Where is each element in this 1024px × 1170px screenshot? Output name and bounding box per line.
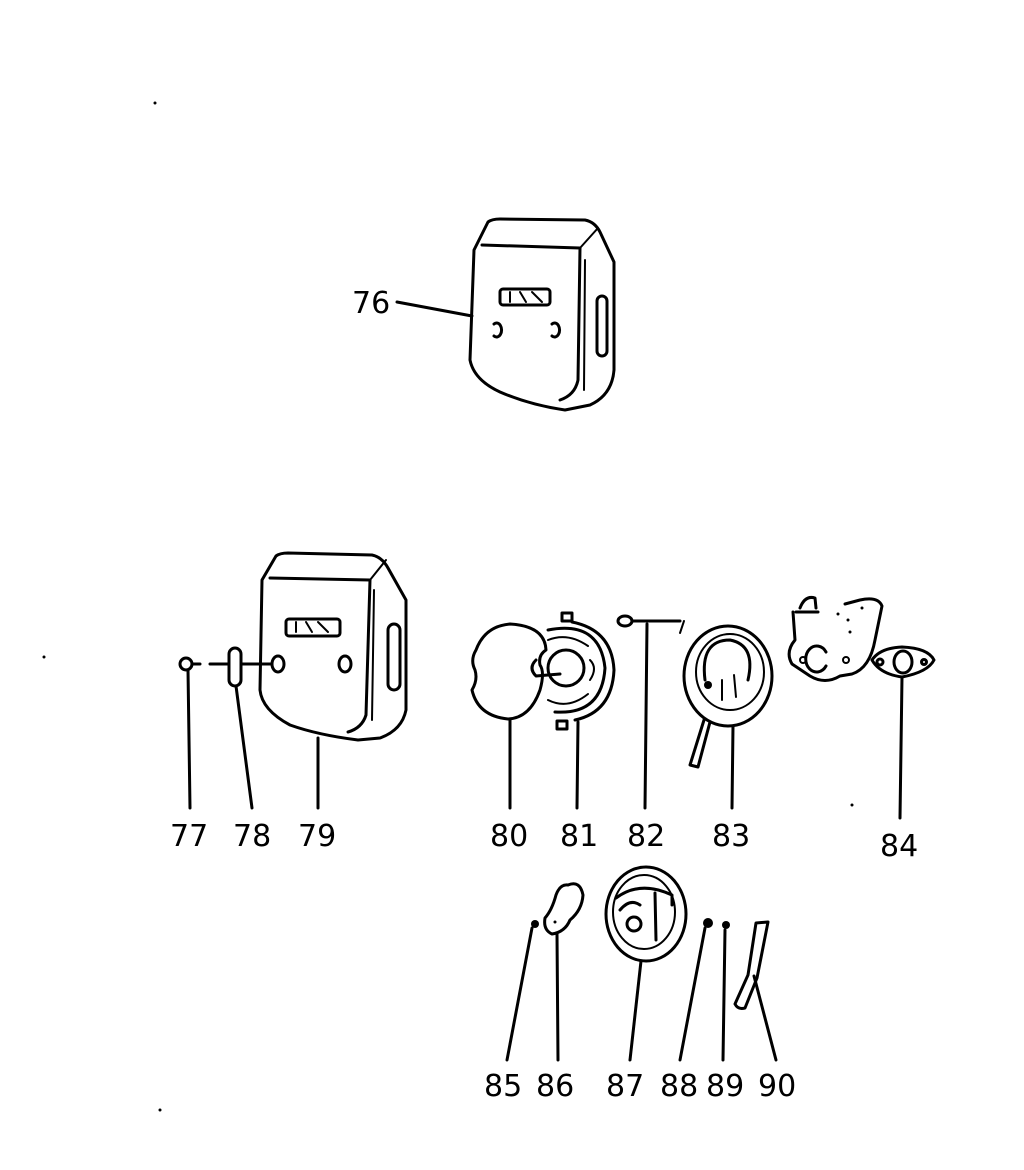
label-78: 78 xyxy=(233,819,271,854)
label-89: 89 xyxy=(706,1069,744,1104)
label-84: 84 xyxy=(880,829,918,864)
label-76: 76 xyxy=(352,286,390,321)
label-86: 86 xyxy=(536,1069,574,1104)
speck xyxy=(850,803,854,807)
part-80-cover-plate xyxy=(470,622,548,810)
part-84-gasket xyxy=(870,645,936,820)
label-87: 87 xyxy=(606,1069,644,1104)
part-81-baffle xyxy=(530,611,616,810)
label-88: 88 xyxy=(660,1069,698,1104)
part-exhaust-flange-plate xyxy=(787,596,884,682)
part-86-plate xyxy=(543,882,585,1062)
part-89-washer xyxy=(721,921,730,1062)
part-87-end-cover xyxy=(604,865,688,1062)
label-85: 85 xyxy=(484,1069,522,1104)
part-83-inner-baffle xyxy=(682,624,774,810)
part-82-pin xyxy=(616,614,685,810)
label-90: 90 xyxy=(758,1069,796,1104)
part-78-spacer xyxy=(208,646,274,810)
speck xyxy=(158,1108,162,1112)
part-90-bracket xyxy=(733,920,778,1062)
label-83: 83 xyxy=(712,819,750,854)
part-88-nut xyxy=(678,918,713,1062)
speck xyxy=(153,101,157,105)
label-80: 80 xyxy=(490,819,528,854)
label-81: 81 xyxy=(560,819,598,854)
label-77: 77 xyxy=(170,819,208,854)
part-85-nut xyxy=(505,920,539,1062)
part-76-muffler-assembly xyxy=(395,217,616,412)
part-77-screw xyxy=(178,656,202,810)
label-79: 79 xyxy=(298,819,336,854)
part-79-muffler-housing xyxy=(258,551,408,810)
label-82: 82 xyxy=(627,819,665,854)
speck xyxy=(42,655,46,659)
